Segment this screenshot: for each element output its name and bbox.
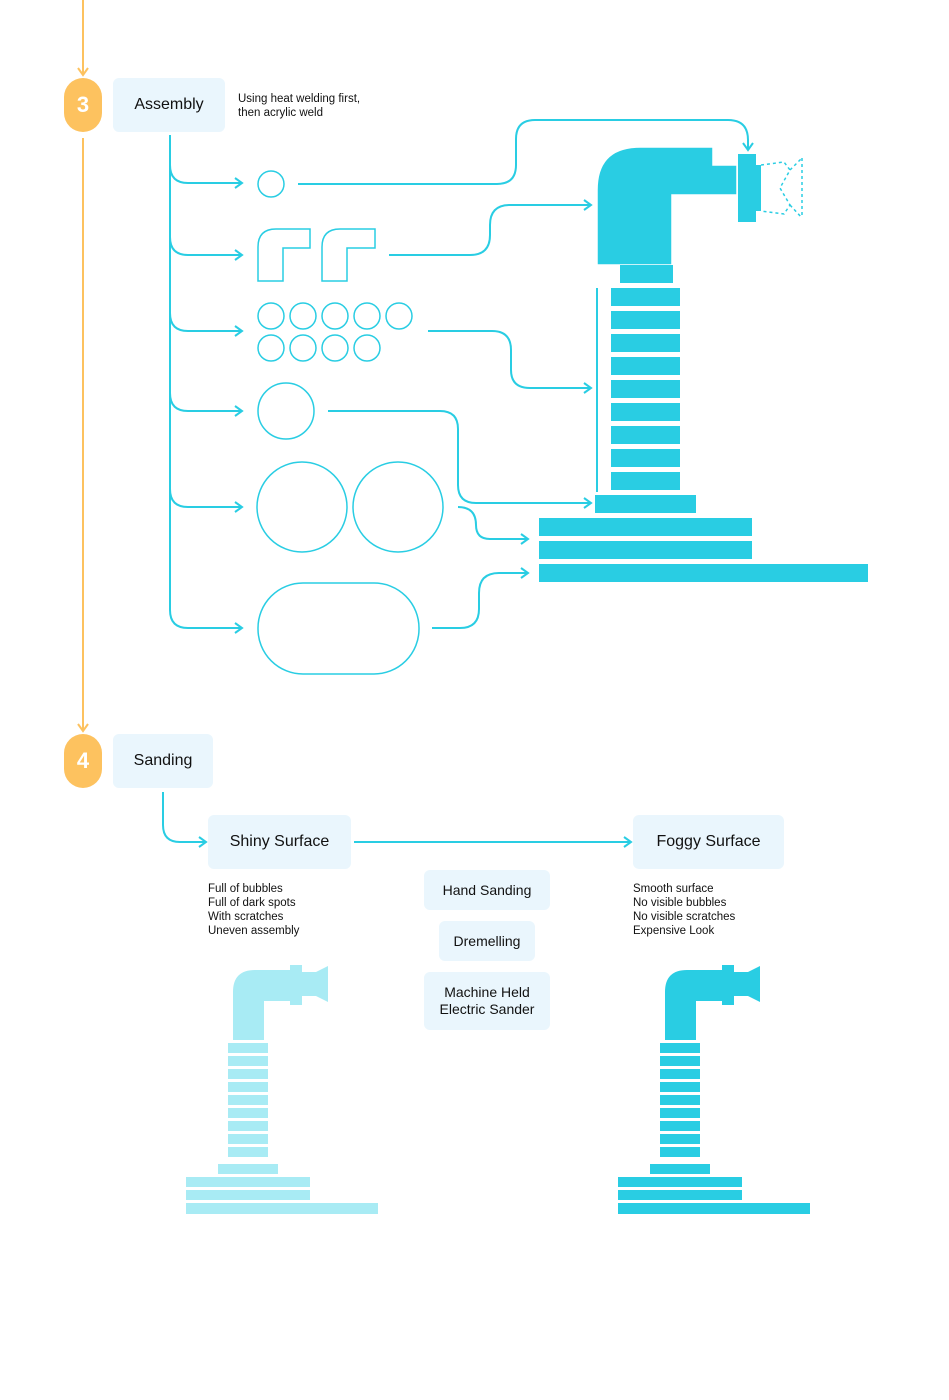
assembly-note: Using heat welding first, then acrylic w…	[238, 92, 360, 120]
shiny-note: With scratches	[208, 911, 284, 923]
tube-rings-part	[257, 302, 413, 362]
step-4-badge: 4	[64, 734, 102, 788]
elbow-part	[257, 228, 311, 282]
assembly-branches	[169, 135, 244, 634]
assembled-lamp	[539, 146, 868, 582]
elbow-part	[321, 228, 376, 282]
foggy-note: Expensive Look	[633, 925, 715, 937]
foggy-note: No visible bubbles	[633, 897, 727, 909]
oval-plate-part	[257, 582, 420, 675]
lamp-column-rings	[611, 288, 680, 490]
method-dremelling: Dremelling	[439, 921, 535, 961]
shiny-surface-notes: Full of bubbles Full of dark spots With …	[208, 882, 299, 938]
assembly-note-line: then acrylic weld	[238, 107, 324, 119]
sanding-connectors	[162, 792, 633, 848]
sanding-label: Sanding	[113, 734, 213, 788]
foggy-surface-label: Foggy Surface	[633, 815, 784, 869]
foggy-note: No visible scratches	[633, 911, 736, 923]
method-hand-sanding: Hand Sanding	[424, 870, 550, 910]
shiny-note: Full of dark spots	[208, 897, 296, 909]
assembly-note-line: Using heat welding first,	[238, 93, 361, 105]
part-connectors	[298, 119, 754, 629]
large-disc-part	[256, 461, 348, 553]
foggy-lamp	[618, 965, 810, 1214]
base-ring-part	[257, 382, 315, 440]
shiny-note: Full of bubbles	[208, 883, 283, 895]
step-3-badge: 3	[64, 78, 102, 132]
shiny-note: Uneven assembly	[208, 925, 300, 937]
method-electric-sander: Machine Held Electric Sander	[424, 972, 550, 1030]
small-ring-part	[257, 170, 285, 198]
large-disc-part	[352, 461, 444, 553]
shiny-lamp	[186, 965, 378, 1214]
assembly-label: Assembly	[113, 78, 225, 132]
foggy-surface-notes: Smooth surface No visible bubbles No vis…	[633, 882, 735, 938]
shiny-surface-label: Shiny Surface	[208, 815, 351, 869]
lamp-elbow	[596, 146, 738, 266]
foggy-note: Smooth surface	[633, 883, 714, 895]
component-parts	[256, 170, 444, 675]
